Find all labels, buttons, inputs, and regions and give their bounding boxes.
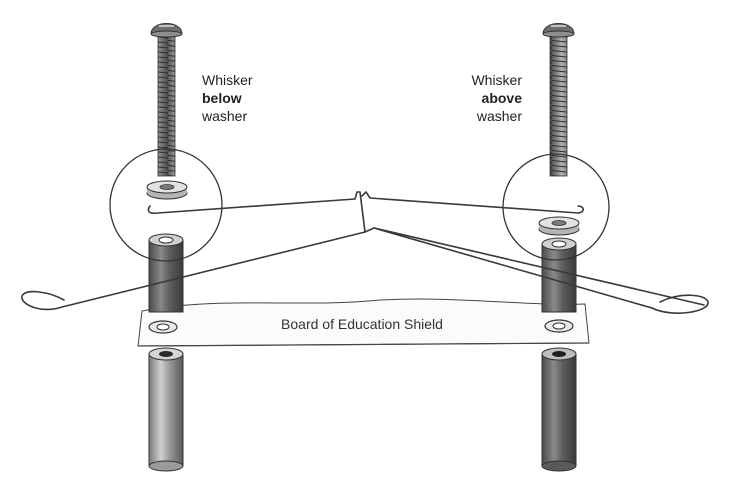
board-shield <box>137 298 590 347</box>
screw-left <box>150 23 183 177</box>
board-hole-right <box>544 319 574 333</box>
label-whisker-below-washer: Whisker below washer <box>202 71 253 125</box>
label-whisker-above-washer: Whisker above washer <box>471 71 522 125</box>
standoff-upper-right <box>541 237 577 313</box>
standoff-lower-left <box>148 347 184 472</box>
label-right-line1: Whisker <box>471 72 522 88</box>
board-hole-left <box>148 320 178 334</box>
label-right-line2: above <box>481 90 522 106</box>
standoff-lower-right <box>541 347 577 472</box>
label-right-line3: washer <box>476 108 522 124</box>
whisker-wire <box>21 191 709 314</box>
washer-left <box>146 180 188 200</box>
label-left-line1: Whisker <box>202 72 253 88</box>
washer-right <box>538 216 580 236</box>
standoff-upper-left <box>148 233 184 313</box>
label-left-line2: below <box>202 90 242 106</box>
magnifier-circle-left <box>109 148 223 262</box>
label-left-line3: washer <box>202 108 248 124</box>
screw-right <box>542 23 575 177</box>
board-label: Board of Education Shield <box>281 316 443 332</box>
